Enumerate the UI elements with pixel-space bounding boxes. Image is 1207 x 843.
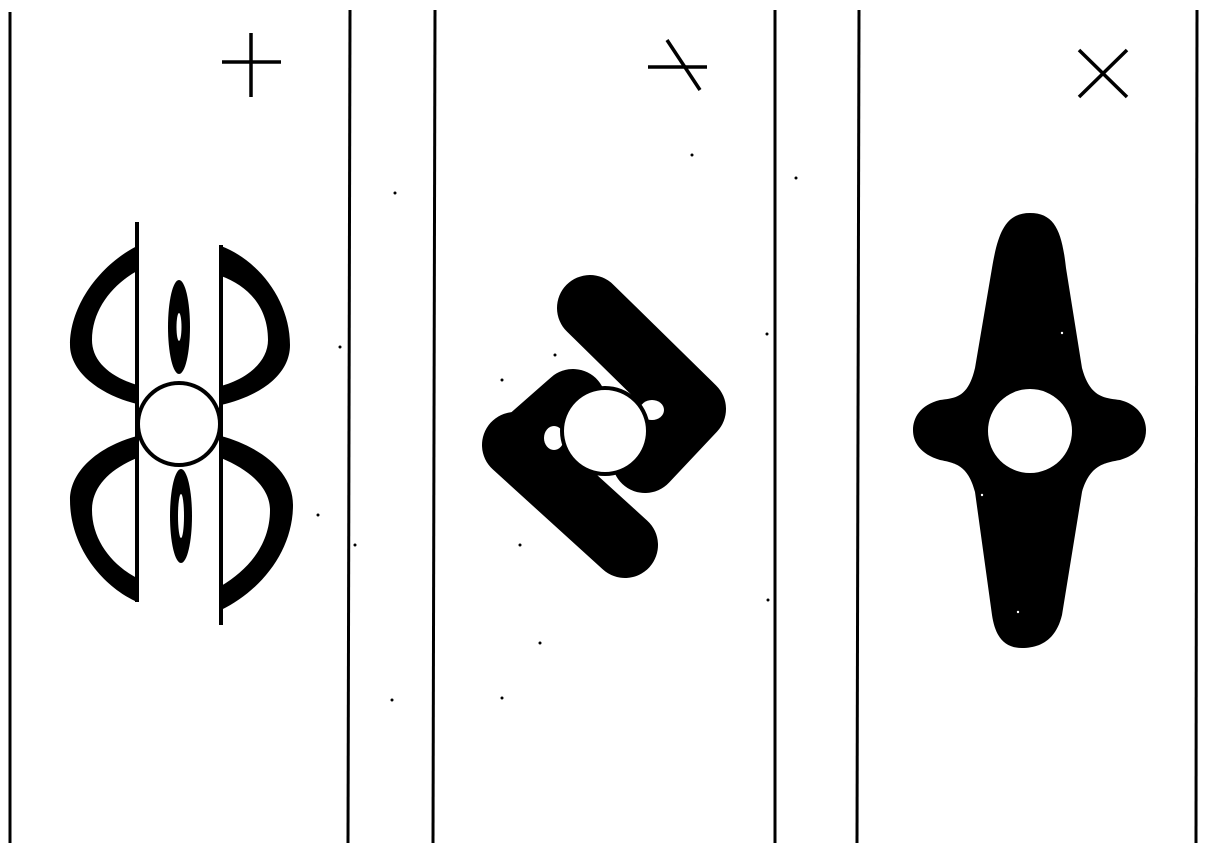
panel-cross — [913, 50, 1146, 648]
lobe-upper-left — [70, 246, 137, 404]
nucleus-circle — [138, 383, 220, 465]
lobe-upper-right — [221, 246, 290, 405]
cross-marker-icon — [1079, 50, 1127, 97]
divider-line-5 — [857, 10, 859, 843]
divider-line-2 — [348, 10, 350, 843]
nucleus-circle — [562, 388, 648, 474]
lobe-lower-right — [221, 436, 293, 610]
panel-plus — [70, 33, 293, 625]
panel-tilted-plus — [515, 40, 707, 545]
plus-marker-icon — [222, 33, 281, 97]
divider-line-3 — [433, 10, 435, 843]
tilted-plus-marker-icon — [648, 40, 707, 90]
nucleus-circle — [988, 389, 1072, 473]
divider-line-6 — [1196, 10, 1197, 843]
lobe-lower-left — [70, 436, 137, 602]
